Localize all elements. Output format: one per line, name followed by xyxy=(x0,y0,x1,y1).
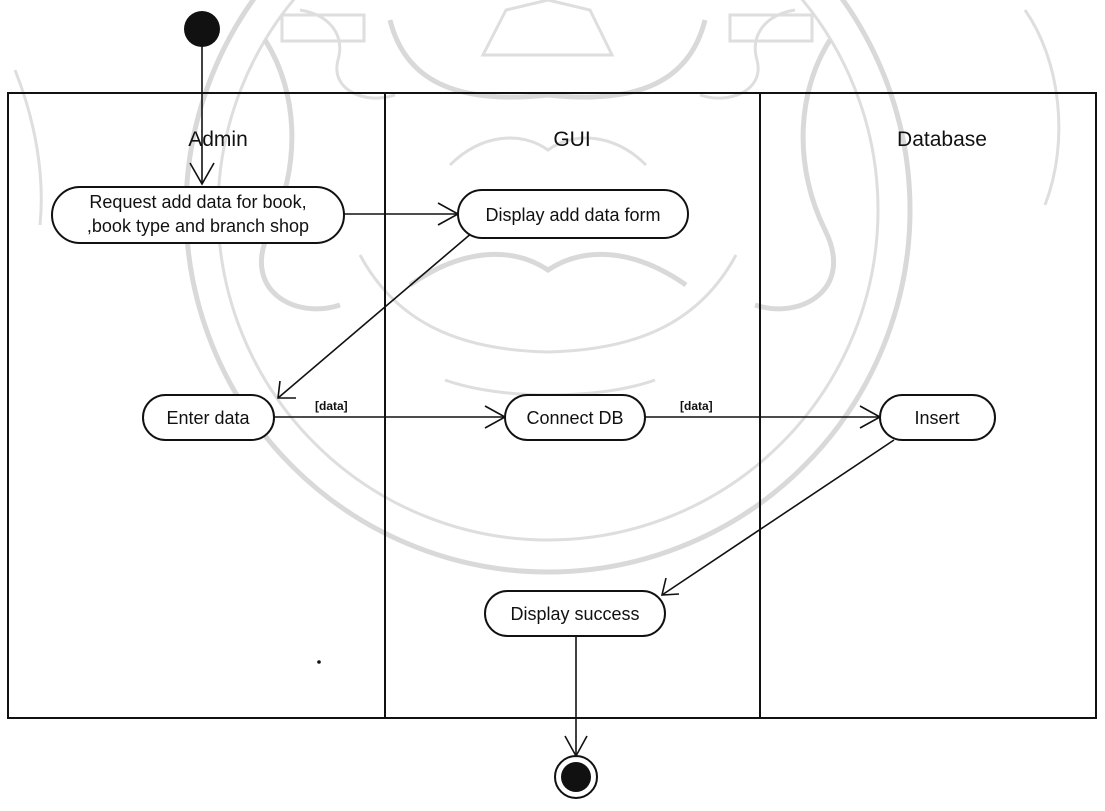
swimlane-frame xyxy=(7,92,1097,719)
node-request-add-data xyxy=(51,186,345,244)
arrowhead-enter-data xyxy=(277,380,296,399)
node-request-label-line1: Request add data for book, xyxy=(89,192,306,212)
final-node-ring xyxy=(554,755,598,799)
node-connect-db-label: Connect DB xyxy=(526,408,623,428)
node-display-add-data-form xyxy=(457,189,689,239)
lane-title-database: Database xyxy=(897,128,987,151)
arrowhead-request-down xyxy=(189,162,215,186)
edge-display-form-to-enter xyxy=(277,231,474,399)
lane-title-gui: GUI xyxy=(553,128,590,151)
node-enter-data-label: Enter data xyxy=(166,408,250,428)
node-display-success xyxy=(484,590,666,637)
node-display-form-label: Display add data form xyxy=(485,205,660,225)
edges xyxy=(189,40,895,758)
initial-node xyxy=(184,11,220,47)
guard-labels: [data] [data] xyxy=(315,399,713,413)
node-request-label-line2: ,book type and branch shop xyxy=(87,216,309,236)
node-insert xyxy=(879,394,996,441)
node-connect-db xyxy=(504,394,646,441)
activity-nodes: Request add data for book, ,book type an… xyxy=(51,186,996,637)
lane-title-admin: Admin xyxy=(188,128,248,151)
small-dot-mark xyxy=(317,660,321,664)
swimlanes: Admin GUI Database xyxy=(7,92,1097,719)
terminal-nodes xyxy=(184,11,598,799)
final-node-core xyxy=(561,762,591,792)
guard-connect-to-insert: [data] xyxy=(680,399,713,413)
node-display-success-label: Display success xyxy=(510,604,639,624)
watermark-seal xyxy=(13,0,1061,575)
edge-insert-to-success xyxy=(661,439,895,596)
guard-enter-to-connect: [data] xyxy=(315,399,348,413)
arrowhead-display-success xyxy=(660,577,680,596)
node-enter-data xyxy=(142,394,275,441)
node-insert-label: Insert xyxy=(914,408,959,428)
